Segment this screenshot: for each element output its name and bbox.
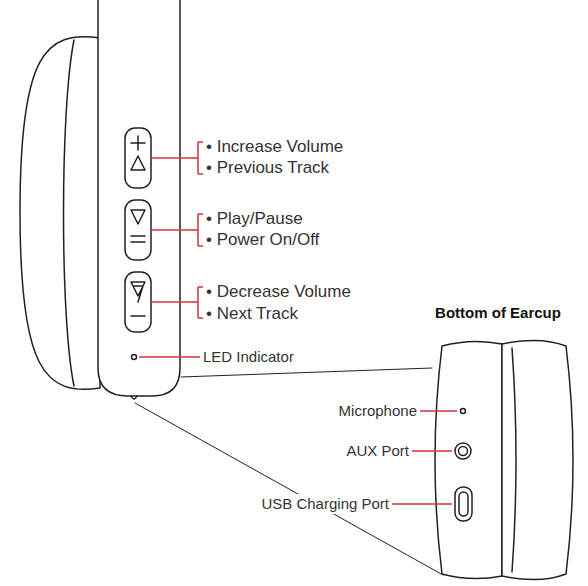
function-label: • Previous Track: [204, 158, 331, 178]
usb-port: [455, 487, 472, 521]
view-leader: [181, 368, 432, 377]
aux-port-inner: [459, 447, 468, 456]
led-dot: [132, 355, 137, 360]
volume-up-button: [125, 128, 151, 188]
bracket: [151, 287, 203, 318]
cushion-seam: [64, 40, 75, 386]
bracket: [151, 142, 203, 174]
earcup-bottom: [435, 341, 502, 578]
function-label: • Increase Volume: [204, 137, 345, 157]
part-label: Microphone: [337, 401, 419, 421]
function-label: • Next Track: [204, 304, 300, 324]
usb-port-inner: [459, 492, 468, 516]
bottom-hole: [131, 396, 137, 399]
function-label: • Play/Pause: [204, 209, 305, 229]
leader-line: [139, 356, 200, 358]
part-label: AUX Port: [344, 441, 411, 461]
cushion-seam: [512, 348, 516, 572]
leader-line: [412, 450, 452, 452]
microphone-hole: [461, 409, 466, 414]
minus-symbol: [131, 315, 145, 317]
plus-symbol: [131, 136, 145, 150]
part-label: LED Indicator: [201, 347, 296, 367]
part-label: USB Charging Port: [259, 494, 391, 514]
pause-lines: [131, 236, 145, 242]
view-leader: [135, 403, 443, 575]
up-triangle: [131, 156, 145, 170]
volume-down-button: [125, 272, 151, 332]
leader-line: [392, 503, 452, 505]
ear-cushion-bottom: [502, 340, 573, 579]
double-triangle: [131, 282, 145, 302]
view-title: Bottom of Earcup: [433, 303, 563, 323]
earcup-housing: [98, 0, 180, 396]
down-triangle: [131, 210, 145, 224]
ear-cushion: [20, 37, 100, 390]
function-label: • Decrease Volume: [204, 282, 353, 302]
leader-line: [420, 410, 457, 412]
play-button: [125, 200, 151, 260]
bracket: [151, 214, 203, 246]
function-label: • Power On/Off: [204, 230, 321, 250]
aux-port: [455, 443, 471, 459]
